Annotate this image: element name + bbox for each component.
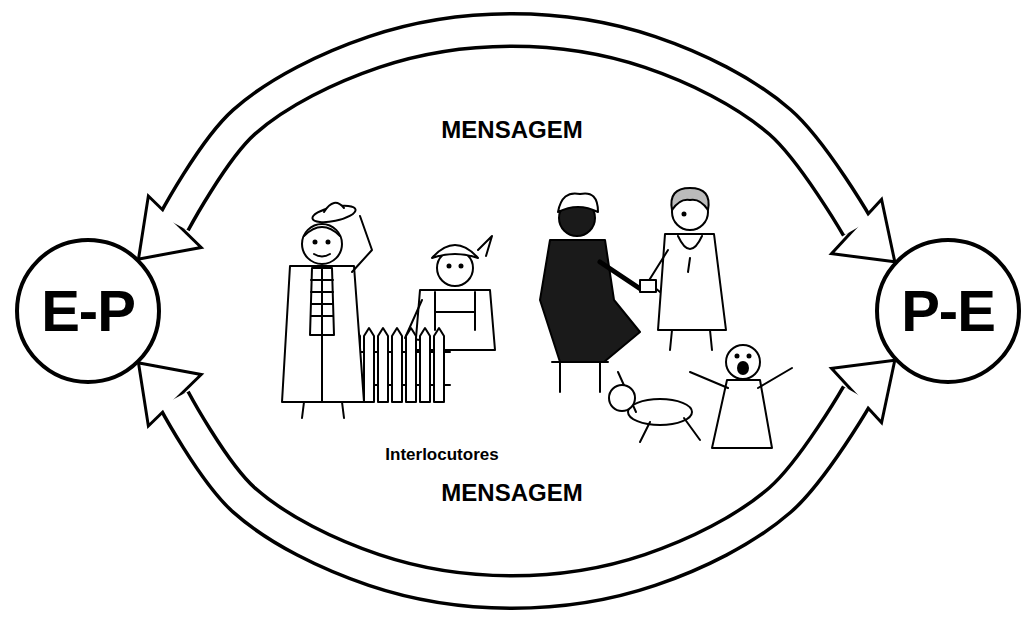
man-eye	[327, 241, 330, 244]
man-arm	[352, 216, 372, 272]
woman-headscarf	[558, 193, 598, 212]
child-eye	[736, 355, 739, 358]
fence-picket	[406, 328, 416, 402]
arrow-band-fill	[174, 394, 858, 592]
stethoscope	[678, 236, 702, 272]
arrow-head-fill	[140, 365, 198, 423]
arrow-head-fill	[140, 199, 198, 257]
child-head	[609, 385, 635, 411]
child-body	[628, 399, 692, 425]
node-text: P-E	[901, 282, 995, 340]
farmer-hat	[432, 245, 478, 258]
fence-picket	[378, 328, 388, 402]
man-figure	[282, 203, 372, 418]
message-arrow	[140, 362, 893, 592]
standing-child-figure	[690, 345, 792, 448]
child-mouth	[738, 362, 748, 374]
message-arrow	[140, 30, 893, 260]
fence-picket	[434, 328, 444, 402]
fence-picket	[420, 328, 430, 402]
man-coat-seam	[321, 268, 323, 402]
message-label: MENSAGEM	[437, 480, 586, 506]
man-coat	[282, 266, 364, 402]
pressure-cuff	[640, 280, 656, 292]
farmer-figure	[405, 236, 495, 350]
arrow-band-outline	[174, 394, 858, 592]
node-text: E-P	[41, 282, 135, 340]
man-legs	[302, 402, 344, 418]
group-label: Interlocutores	[382, 446, 501, 465]
arrow-head-fill	[835, 362, 893, 420]
farmer-overalls	[435, 292, 475, 330]
man-hat-crown	[324, 203, 344, 212]
farmer-eye	[460, 265, 463, 268]
nurse-eye	[683, 213, 686, 216]
child-head	[726, 345, 760, 379]
fence-picket	[364, 328, 374, 402]
man-mouth	[314, 254, 330, 257]
arrow-band-outline	[174, 30, 858, 228]
farmer-eye	[448, 265, 451, 268]
party-circle: E-P	[15, 238, 161, 384]
child-robe	[712, 380, 772, 448]
arrow-band-fill	[174, 30, 858, 228]
nurse-legs	[670, 330, 712, 350]
message-label: MENSAGEM	[437, 117, 586, 143]
arrow-head-fill	[835, 203, 893, 261]
nurse-hair	[671, 188, 708, 210]
people-drawing	[282, 188, 792, 448]
party-circle: P-E	[875, 238, 1021, 384]
woman-dress	[540, 240, 640, 362]
nurse-body	[658, 234, 726, 330]
man-hat	[311, 203, 357, 226]
child-eye	[748, 355, 751, 358]
seated-woman-figure	[540, 193, 652, 392]
crawling-child-figure	[609, 372, 700, 442]
man-hair	[304, 227, 340, 236]
nurse-figure	[640, 188, 726, 350]
man-eye	[314, 241, 317, 244]
stool	[552, 362, 608, 392]
man-head	[302, 224, 342, 264]
fence-picket	[392, 328, 402, 402]
farmer-hat-feather	[478, 236, 492, 256]
